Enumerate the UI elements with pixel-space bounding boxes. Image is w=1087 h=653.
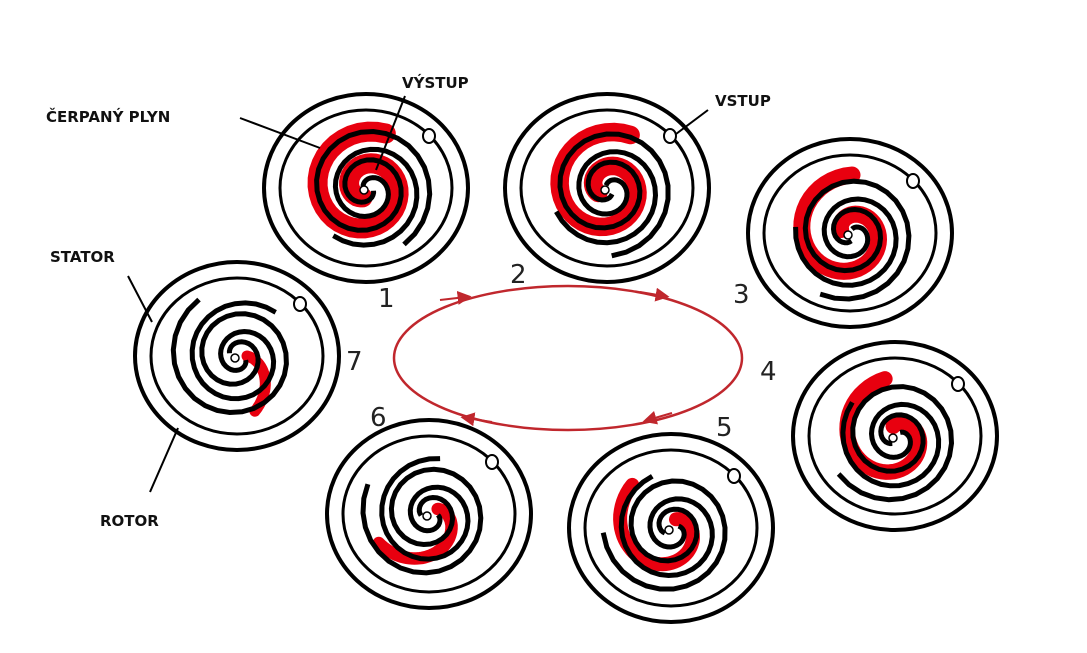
cycle-arrow-3 [642, 410, 673, 425]
stator-scroll [802, 178, 912, 302]
cycle-arrow-1 [439, 291, 472, 305]
stator-label: STATOR [50, 248, 115, 266]
stage-number-6: 6 [370, 403, 387, 433]
rotor-leader-line [149, 427, 179, 493]
scroll-stage-7 [133, 260, 341, 452]
cycle-arrow-4 [460, 412, 493, 427]
inlet-leader-line [675, 109, 709, 135]
outlet-port [664, 525, 674, 535]
outlet-port [359, 185, 369, 195]
gas-label: ČERPANÝ PLYN [46, 107, 170, 126]
rotor-scroll [189, 300, 277, 402]
housing-inner-ring [341, 434, 517, 594]
stator-leader-line [127, 275, 153, 323]
scroll-stage-6 [325, 418, 533, 610]
gas-pocket [372, 502, 458, 565]
housing-inner-ring [149, 276, 325, 436]
rotor-scroll [793, 196, 899, 288]
outlet-port [888, 433, 898, 443]
housing-inner-ring [807, 356, 983, 516]
stator-scroll [314, 128, 433, 247]
outlet-port [422, 511, 432, 521]
inlet-port [293, 296, 307, 312]
inlet-label: VSTUP [715, 92, 771, 110]
stage-number-4: 4 [760, 357, 777, 387]
rotor-scroll [554, 149, 659, 246]
inlet-port [663, 128, 677, 144]
stator-scroll [600, 478, 728, 592]
stage-number-2: 2 [510, 260, 527, 290]
inlet-port [906, 173, 920, 189]
leader-lines [127, 95, 709, 493]
outlet-label: VÝSTUP [402, 73, 469, 92]
rotor-scroll [332, 146, 420, 248]
rotor-scroll [840, 401, 942, 489]
stator-scroll [836, 384, 955, 503]
scroll-stage-1 [262, 92, 470, 284]
stage-number-5: 5 [716, 413, 733, 443]
rotor-scroll [618, 474, 715, 579]
scroll-stage-4 [791, 340, 999, 532]
housing-outer-ring [325, 418, 533, 610]
rotor-scroll [379, 456, 471, 562]
housing-inner-ring [583, 448, 759, 608]
outlet-port [230, 353, 240, 363]
housing-outer-ring [791, 340, 999, 532]
stator-scroll [170, 297, 289, 416]
stage-number-3: 3 [733, 280, 750, 310]
rotor-label: ROTOR [100, 512, 159, 530]
stage-number-1: 1 [378, 284, 395, 314]
gas-leader-line [239, 117, 321, 149]
inlet-port [422, 128, 436, 144]
stage-number-7: 7 [346, 347, 363, 377]
cycle-loop [392, 284, 744, 432]
housing-outer-ring [133, 260, 341, 452]
cycle-arrow-2 [639, 287, 670, 302]
housing-outer-ring [503, 92, 711, 284]
inlet-port [727, 468, 741, 484]
housing-outer-ring [746, 137, 954, 329]
outlet-leader-line [375, 95, 406, 171]
scroll-stage-2 [503, 92, 711, 284]
inlet-port [485, 454, 499, 470]
stator-scroll [360, 466, 484, 576]
housing-inner-ring [762, 153, 938, 313]
housing-outer-ring [567, 432, 775, 624]
housing-inner-ring [278, 108, 454, 268]
scroll-stage-5 [567, 432, 775, 624]
outlet-port [600, 185, 610, 195]
scroll-stage-3 [746, 137, 954, 329]
outlet-port [843, 230, 853, 240]
housing-inner-ring [519, 108, 695, 268]
gas-pocket [241, 350, 271, 417]
stator-scroll [557, 131, 671, 259]
housing-outer-ring [262, 92, 470, 284]
inlet-port [951, 376, 965, 392]
scroll-stages [133, 92, 999, 624]
